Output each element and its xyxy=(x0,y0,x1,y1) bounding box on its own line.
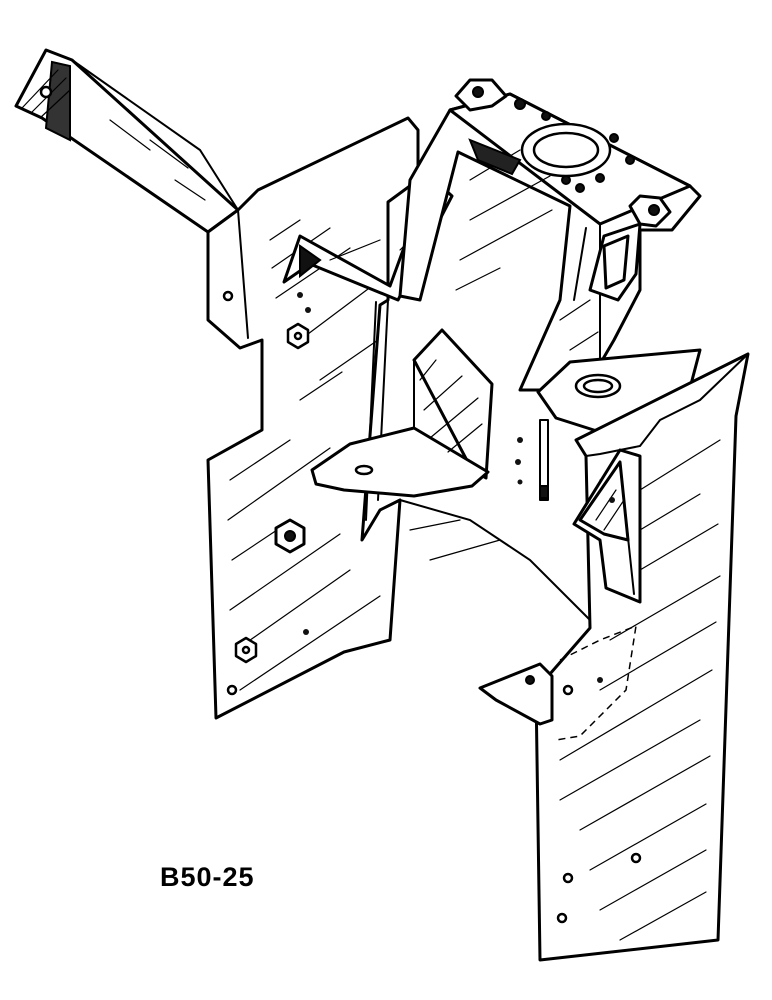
left-side-plate xyxy=(206,116,420,720)
nut-upper xyxy=(286,322,310,350)
center-l-bracket xyxy=(310,328,494,498)
right-slot-bracket xyxy=(588,222,642,302)
right-side-plate xyxy=(534,352,750,962)
triangular-gusset xyxy=(572,448,642,604)
center-rear-web xyxy=(379,437,591,621)
top-left-angle-bracket xyxy=(14,48,240,234)
nut-lower xyxy=(234,636,258,664)
motor-mount-u-channel xyxy=(398,92,702,392)
vertical-rod xyxy=(539,419,549,501)
nut-middle xyxy=(274,518,306,554)
figure-label: B50-25 xyxy=(160,862,255,892)
small-bottom-tab xyxy=(478,662,554,726)
top-ear-left xyxy=(454,78,508,112)
lower-center-plate xyxy=(536,348,702,434)
